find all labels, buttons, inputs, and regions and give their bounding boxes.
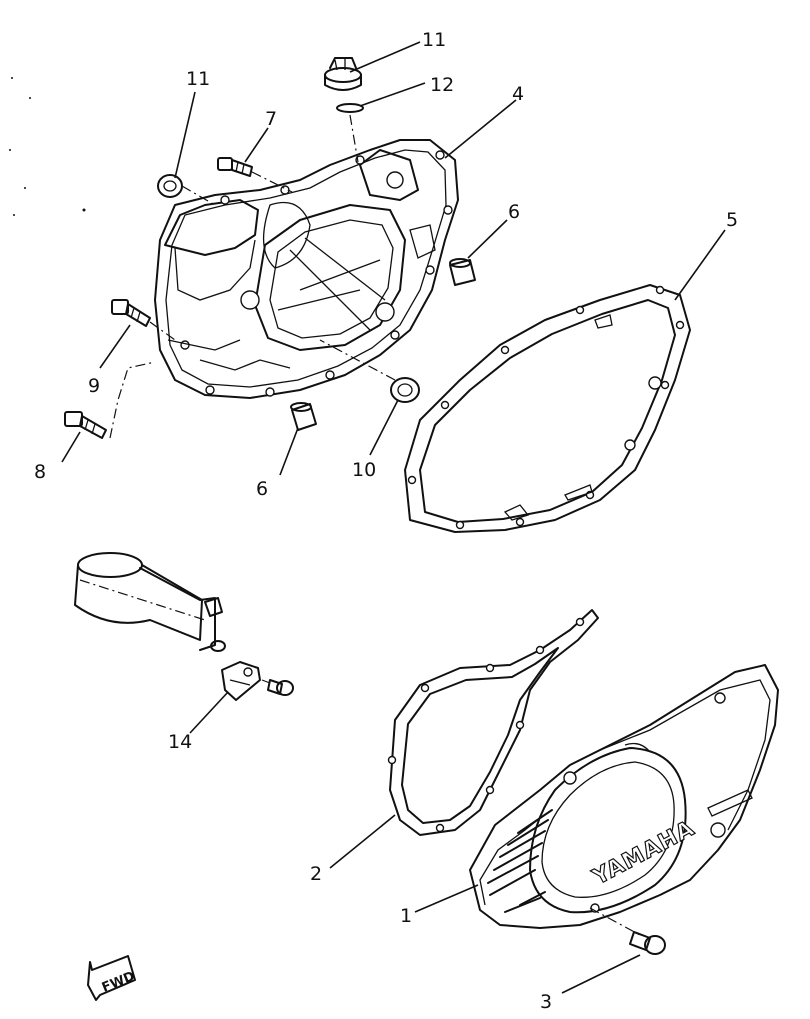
crankcase-cover-gasket-lower xyxy=(387,609,599,836)
bolt-8 xyxy=(64,411,107,439)
callout-2: 2 xyxy=(310,863,322,885)
crankcase-cover xyxy=(154,139,459,399)
callout-12: 11 xyxy=(422,29,446,51)
brand-mark: YAMAHA xyxy=(588,816,699,891)
bolt-9 xyxy=(111,299,151,327)
o-ring xyxy=(336,103,364,113)
callouts: 11 12 4 7 11 6 5 9 8 6 10 14 2 1 3 xyxy=(34,29,738,1013)
screw-3 xyxy=(629,931,666,955)
callout-14: 14 xyxy=(168,731,192,753)
clamp xyxy=(221,661,261,701)
fwd-arrow-icon: FWD xyxy=(87,955,137,1001)
oil-seal xyxy=(157,174,183,198)
callout-7: 7 xyxy=(265,108,277,130)
callout-11: 11 xyxy=(186,68,210,90)
callout-5: 5 xyxy=(726,209,738,231)
oil-filler-cap xyxy=(324,57,362,91)
crankcase-cover-gasket xyxy=(404,284,691,533)
crankcase-cover-outer: YAMAHA xyxy=(469,664,779,929)
callout-6-lower: 6 xyxy=(256,478,268,500)
clamp-screw xyxy=(267,679,294,696)
callout-3: 3 xyxy=(540,991,552,1013)
callout-9: 9 xyxy=(88,375,100,397)
oil-seal-10 xyxy=(390,377,420,403)
margin-specks xyxy=(9,77,86,216)
callout-13: 12 xyxy=(430,74,454,96)
starter-motor xyxy=(74,552,226,652)
callout-4: 4 xyxy=(512,83,524,105)
callout-6-upper: 6 xyxy=(508,201,520,223)
dowel-pin-lower xyxy=(290,402,317,431)
fwd-label: FWD xyxy=(100,969,137,996)
leader-lines xyxy=(61,41,726,994)
dowel-pin-upper xyxy=(449,258,476,286)
callout-1: 1 xyxy=(400,905,412,927)
callout-8: 8 xyxy=(34,461,46,483)
bolt-7 xyxy=(217,157,253,177)
callout-10: 10 xyxy=(352,459,376,481)
